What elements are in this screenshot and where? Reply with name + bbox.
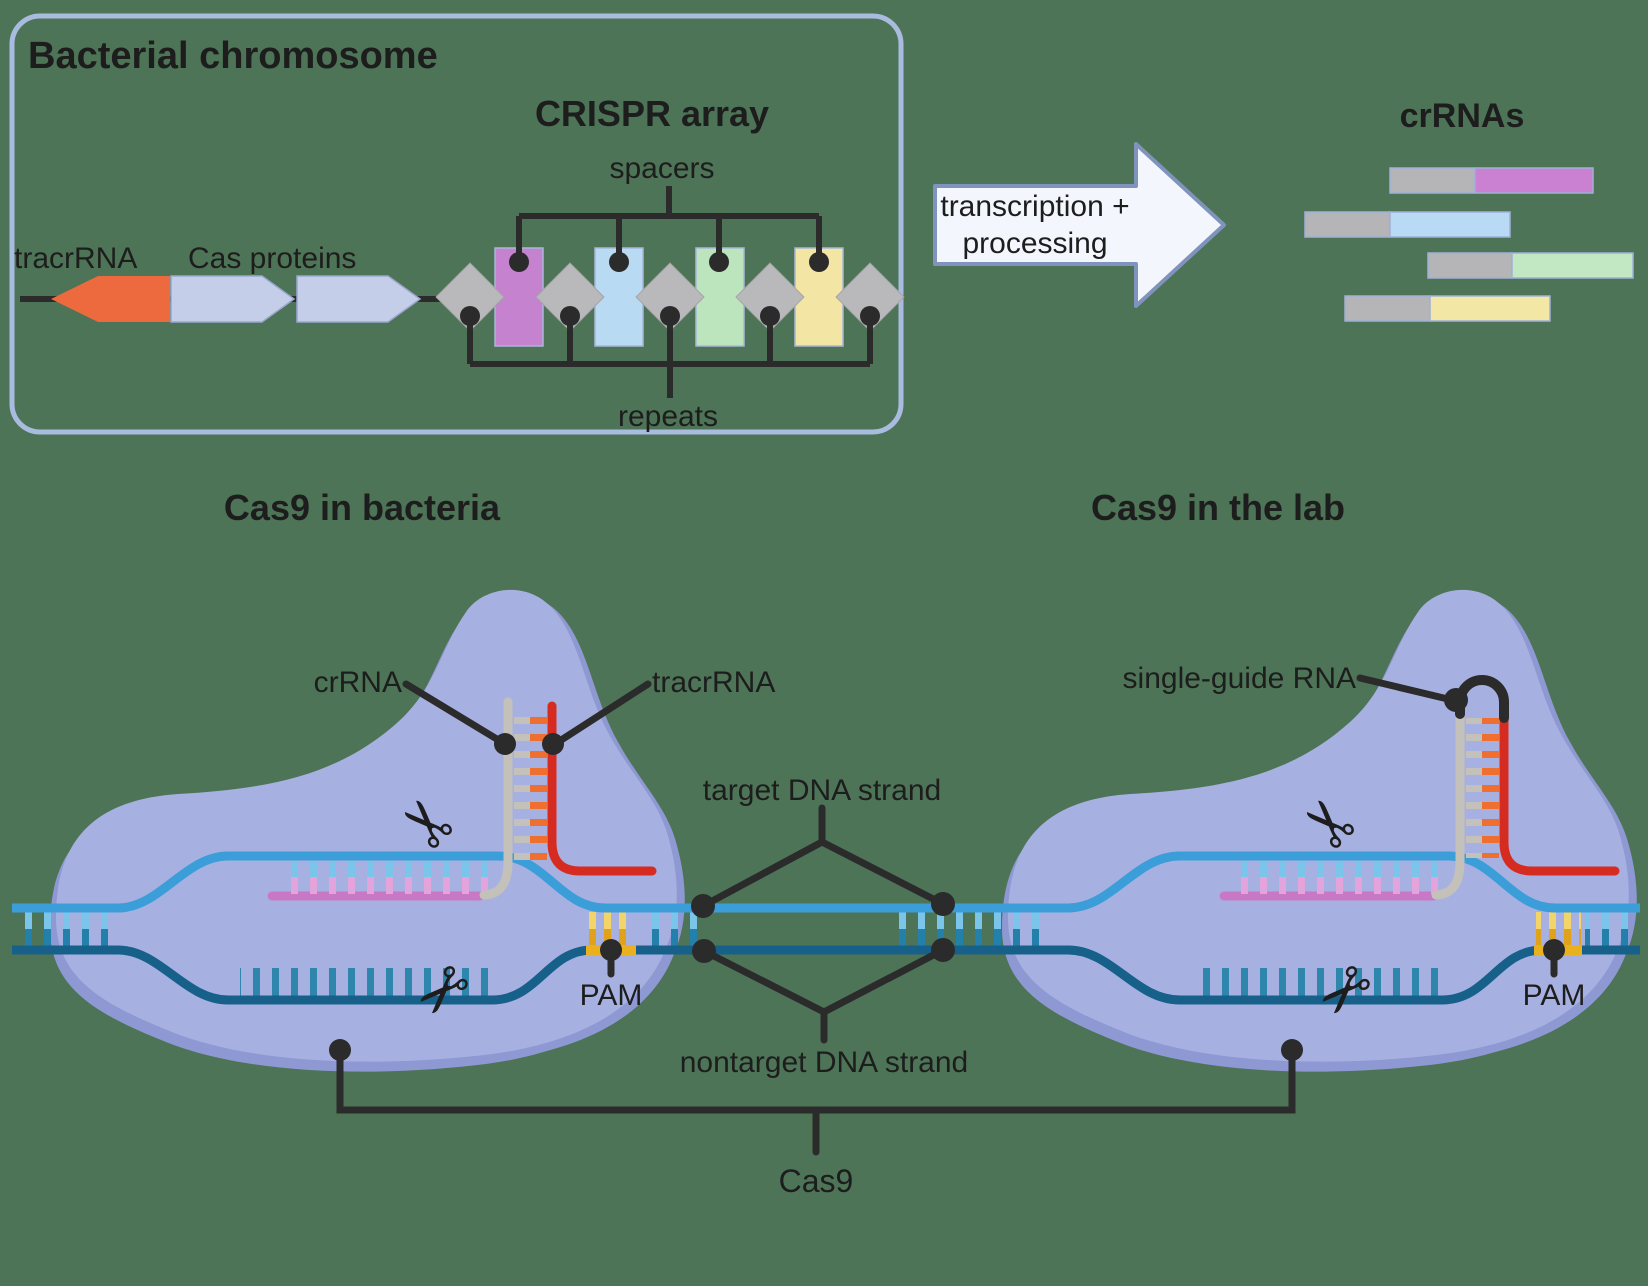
dna	[12, 851, 1640, 1005]
nontarget-strand-dot	[692, 939, 716, 963]
crispr-repeat-diamond	[435, 262, 505, 332]
nontarget-dna-strand	[12, 945, 1640, 1005]
crispr-repeat-diamond	[835, 262, 905, 332]
crrna-bar-1	[1389, 167, 1594, 194]
target-strand-dot	[691, 894, 715, 918]
blob-body	[1008, 589, 1629, 1062]
crrna-bar-2	[1304, 211, 1511, 238]
cas-gene-arrow	[296, 275, 422, 323]
spacers-label: spacers	[609, 152, 714, 185]
crrna-bar-4	[1344, 295, 1551, 322]
duplex-rungs	[14, 912, 108, 946]
nontarget-bubble-rungs	[240, 968, 492, 999]
duplex-rungs	[1585, 912, 1640, 946]
repeats-bracket	[467, 316, 873, 398]
transcription-arrow: transcription + processing	[933, 142, 1226, 308]
sgrna-tracr-segment	[1499, 711, 1620, 876]
duplex-rungs	[640, 912, 706, 946]
panel-title: Bacterial chromosome	[28, 35, 438, 77]
rna-duplex-rungs	[514, 712, 547, 860]
pam-label-right: PAM	[1523, 979, 1586, 1012]
single-guide-rna	[1431, 675, 1620, 900]
target-strand-dot	[931, 892, 955, 916]
sgrna-guide-segment	[1431, 701, 1465, 900]
crrna-bars	[1304, 167, 1634, 322]
callouts: crRNA tracrRNA single-guide RNA target D…	[314, 662, 1586, 1199]
transcription-label-line2: processing	[962, 227, 1107, 260]
nontarget-strand-label: nontarget DNA strand	[680, 1046, 969, 1079]
guide-rna-bacteria	[479, 697, 657, 900]
target-strand-leader	[699, 804, 947, 910]
tracrrna-dot	[542, 733, 564, 755]
cas-gene-arrow	[170, 275, 296, 323]
cas9-lab-title: Cas9 in the lab	[1091, 487, 1345, 528]
transcription-label-line1: transcription +	[940, 190, 1129, 223]
nontarget-bubble-rungs	[1192, 968, 1442, 999]
crrna-strand	[479, 697, 513, 900]
cas9-bracket	[336, 1046, 1296, 1156]
crispr-repeat-diamond	[735, 262, 805, 332]
bubble-ladder-rungs	[1240, 861, 1450, 894]
target-dna-strand	[12, 851, 1640, 913]
cas9-label: Cas9	[779, 1163, 854, 1199]
crispr-repeat-diamond	[635, 262, 705, 332]
big-right-arrow	[933, 142, 1226, 308]
crrnas-title: crRNAs	[1400, 97, 1525, 135]
spacers-bracket	[516, 186, 822, 262]
repeats-label: repeats	[618, 400, 718, 433]
bacterial-chromosome-panel: Bacterial chromosome tracrRNA Cas protei…	[9, 13, 905, 435]
crispr-repeat-diamond	[535, 262, 605, 332]
bubble-ladder-rungs	[286, 861, 498, 894]
sgrna-leader-line	[1356, 674, 1456, 704]
nontarget-strand-dot	[931, 938, 955, 962]
cas-proteins-label: Cas proteins	[188, 242, 356, 275]
blob-body	[56, 589, 677, 1062]
repeats-bracket-dots	[460, 306, 880, 326]
pam-label-left: PAM	[580, 979, 643, 1012]
cas9-blob-lab	[1002, 589, 1637, 1072]
spacers-bracket-dots	[509, 252, 829, 272]
crrna-label: crRNA	[314, 666, 402, 699]
crrna-leader-line	[402, 680, 509, 748]
sgrna-label: single-guide RNA	[1123, 662, 1356, 695]
tracrrna-strand	[547, 701, 657, 876]
crrnas-panel: crRNAs	[1304, 97, 1634, 322]
crrna-bar-3	[1427, 252, 1634, 279]
cas9-bacteria-title: Cas9 in bacteria	[224, 487, 501, 528]
crrna-dot	[494, 733, 516, 755]
panel-border	[9, 13, 904, 435]
tracrrna-leader-line	[551, 680, 652, 748]
tracrrna-gene-label: tracrRNA	[14, 242, 137, 275]
nontarget-strand-leader	[700, 946, 947, 1044]
crispr-array	[435, 247, 905, 347]
sgrna-dot	[1444, 688, 1468, 712]
duplex-rungs	[898, 912, 1048, 946]
tracrrna-gene-arrow	[51, 276, 170, 322]
tracrrna-label: tracrRNA	[652, 666, 775, 699]
rna-duplex-rungs	[1466, 718, 1499, 858]
crispr-array-title: CRISPR array	[535, 93, 769, 134]
target-strand-label: target DNA strand	[703, 774, 941, 807]
